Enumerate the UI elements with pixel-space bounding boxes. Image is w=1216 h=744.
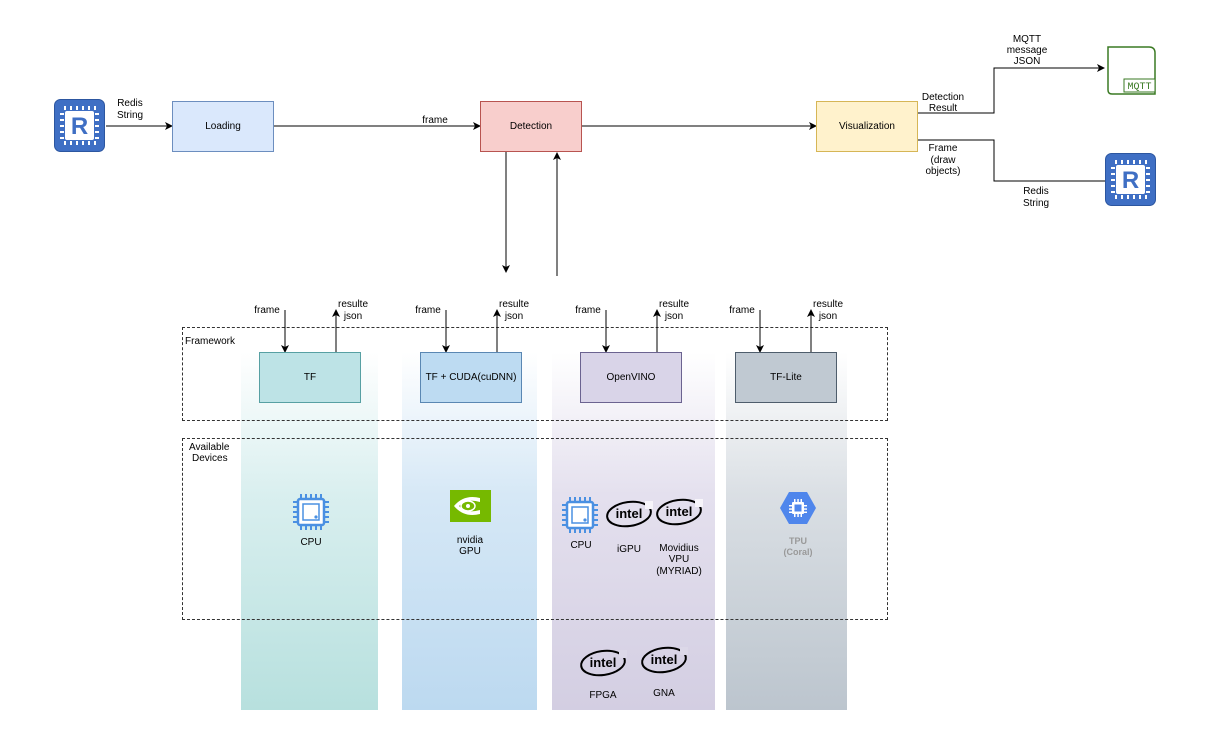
redis-input-icon: R xyxy=(54,99,105,152)
device-label-movidius-line1: Movidius xyxy=(659,543,699,554)
tf-result-label-line1: resulte xyxy=(337,299,368,310)
tflite-result-label-line2: json xyxy=(818,311,838,322)
intel-logo: intel xyxy=(605,499,653,529)
svg-text:intel: intel xyxy=(651,652,678,667)
framework-section xyxy=(182,327,888,421)
column-tf-bg xyxy=(241,352,378,710)
output-label-line1: Redis xyxy=(1023,186,1049,197)
device-label-igpu: iGPU xyxy=(617,544,641,555)
frame-draw-label-line1: Frame xyxy=(928,143,958,154)
frame-draw-label-line2: (draw xyxy=(930,155,956,166)
mqtt-icon: MQTT xyxy=(1105,44,1156,95)
framework-section-label: Framework xyxy=(185,336,236,347)
input-label-line2: String xyxy=(116,110,144,121)
detection-box[interactable]: Detection xyxy=(480,101,582,152)
nvidia-icon xyxy=(450,490,491,522)
devices-section-label-line1: Available xyxy=(189,442,230,453)
redis-output-icon: R xyxy=(1105,153,1156,206)
visualization-box[interactable]: Visualization xyxy=(816,101,918,152)
device-label-movidius-line3: (MYRIAD) xyxy=(656,566,702,577)
intel-logo: intel xyxy=(655,497,703,527)
framework-box-tf[interactable]: TF xyxy=(259,352,361,403)
detection-result-label-line1: Detection xyxy=(921,92,965,103)
openvino-result-label-line2: json xyxy=(664,311,684,322)
cuda-result-label-line1: resulte xyxy=(498,299,529,310)
svg-text:MQTT: MQTT xyxy=(1127,82,1151,93)
intel-logo: intel xyxy=(579,648,627,678)
column-tflite-bg xyxy=(726,352,847,710)
device-label-movidius-line2: VPU xyxy=(668,554,690,565)
mqtt-message-label-line1: MQTT xyxy=(1012,34,1042,45)
svg-text:R: R xyxy=(1122,167,1139,194)
cuda-result-label-line2: json xyxy=(504,311,524,322)
device-label-nvidia-line1: nvidia xyxy=(456,535,484,546)
framework-box-tflite[interactable]: TF-Lite xyxy=(735,352,837,403)
devices-section-label-line2: Devices xyxy=(192,453,228,464)
mqtt-message-label-line2: message xyxy=(1006,45,1048,56)
openvino-frame-label: frame xyxy=(575,305,601,316)
loading-box[interactable]: Loading xyxy=(172,101,274,152)
column-cuda-bg xyxy=(402,352,537,710)
intel-logo: intel xyxy=(640,645,688,675)
devices-section xyxy=(182,438,888,620)
svg-text:intel: intel xyxy=(590,655,617,670)
svg-text:intel: intel xyxy=(666,504,693,519)
tf-frame-label: frame xyxy=(254,305,280,316)
mqtt-message-label-line3: JSON xyxy=(1013,56,1041,67)
device-label-openvino-cpu: CPU xyxy=(570,540,592,551)
cpu-icon xyxy=(292,493,330,531)
detection-result-label-line2: Result xyxy=(928,103,958,114)
device-label-tpu-line1: TPU xyxy=(789,536,807,546)
output-label-line2: String xyxy=(1022,198,1050,209)
tf-result-label-line2: json xyxy=(343,311,363,322)
device-label-nvidia-line2: GPU xyxy=(459,546,481,557)
input-label-line1: Redis xyxy=(117,98,143,109)
device-label-fpga: FPGA xyxy=(589,690,617,701)
framework-box-cuda[interactable]: TF + CUDA(cuDNN) xyxy=(420,352,522,403)
frame-draw-label-line3: objects) xyxy=(925,166,961,177)
svg-text:intel: intel xyxy=(616,506,643,521)
device-label-tpu-line2: (Coral) xyxy=(783,547,813,557)
tflite-frame-label: frame xyxy=(729,305,755,316)
openvino-result-label-line1: resulte xyxy=(658,299,689,310)
google-tpu-icon xyxy=(780,491,816,525)
device-label-tf-cpu: CPU xyxy=(300,537,322,548)
cuda-frame-label: frame xyxy=(415,305,441,316)
framework-box-openvino[interactable]: OpenVINO xyxy=(580,352,682,403)
cpu-icon xyxy=(561,496,599,534)
device-label-gna: GNA xyxy=(653,688,675,699)
tflite-result-label-line1: resulte xyxy=(812,299,843,310)
svg-text:R: R xyxy=(71,113,88,140)
frame-label: frame xyxy=(422,115,448,126)
